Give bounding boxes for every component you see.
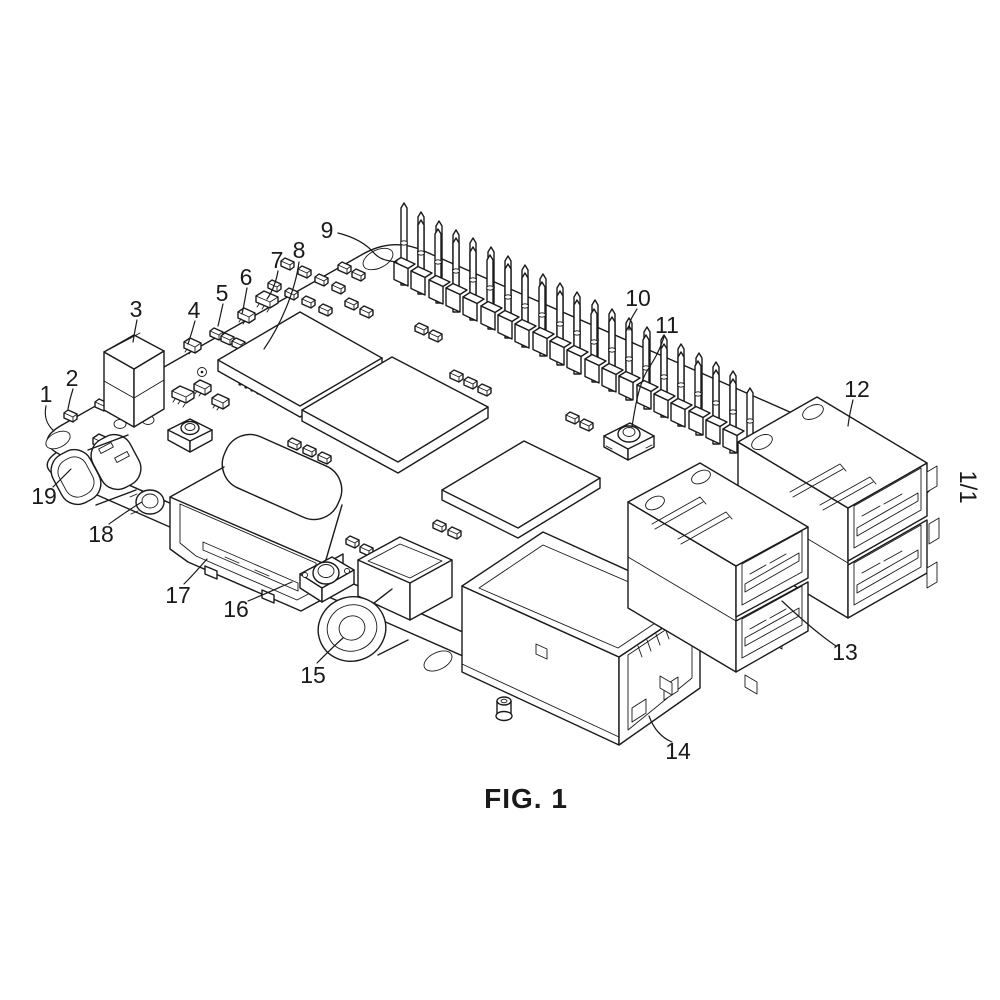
- ref-label-8: 8: [293, 237, 306, 263]
- emmc-chip: [441, 440, 601, 539]
- hdmi-port: [169, 433, 344, 612]
- ref-label-2: 2: [66, 365, 79, 391]
- usb-stack-lower: [627, 462, 809, 696]
- ethernet-jack: [461, 531, 701, 746]
- ref-label-5: 5: [216, 280, 229, 306]
- reference-numerals: 1 2 3 4 5 6 7 8 9 10 11 12 13 14 15 16 1…: [31, 217, 870, 764]
- memory-chip: [301, 356, 489, 474]
- standoff-peg: [495, 696, 513, 722]
- ref-label-15: 15: [300, 662, 326, 688]
- ref-label-6: 6: [240, 264, 253, 290]
- ref-label-12: 12: [844, 376, 870, 402]
- usb-c-port: [50, 433, 142, 506]
- small-push-button: [299, 556, 355, 603]
- ref-label-11: 11: [655, 312, 679, 338]
- page-indicator: 1/1: [954, 470, 981, 503]
- left-push-button: [167, 418, 213, 453]
- ref-label-17: 17: [165, 582, 191, 608]
- ref-label-1: 1: [40, 381, 53, 407]
- microphone-dome: [129, 489, 165, 515]
- ref-label-18: 18: [88, 521, 114, 547]
- ref-label-10: 10: [625, 285, 651, 311]
- ref-label-4: 4: [188, 297, 201, 323]
- power-component: [103, 332, 165, 429]
- ref-label-14: 14: [665, 738, 691, 764]
- ref-label-9: 9: [321, 217, 334, 243]
- ref-label-16: 16: [223, 596, 249, 622]
- figure-caption: FIG. 1: [484, 783, 568, 814]
- ref-label-7: 7: [271, 247, 284, 273]
- ref-label-13: 13: [832, 639, 858, 665]
- ref-label-19: 19: [31, 483, 57, 509]
- reset-button: [603, 422, 655, 461]
- mounting-hole: [45, 247, 453, 672]
- leader-lines: [44, 232, 854, 743]
- ref-label-3: 3: [130, 296, 143, 322]
